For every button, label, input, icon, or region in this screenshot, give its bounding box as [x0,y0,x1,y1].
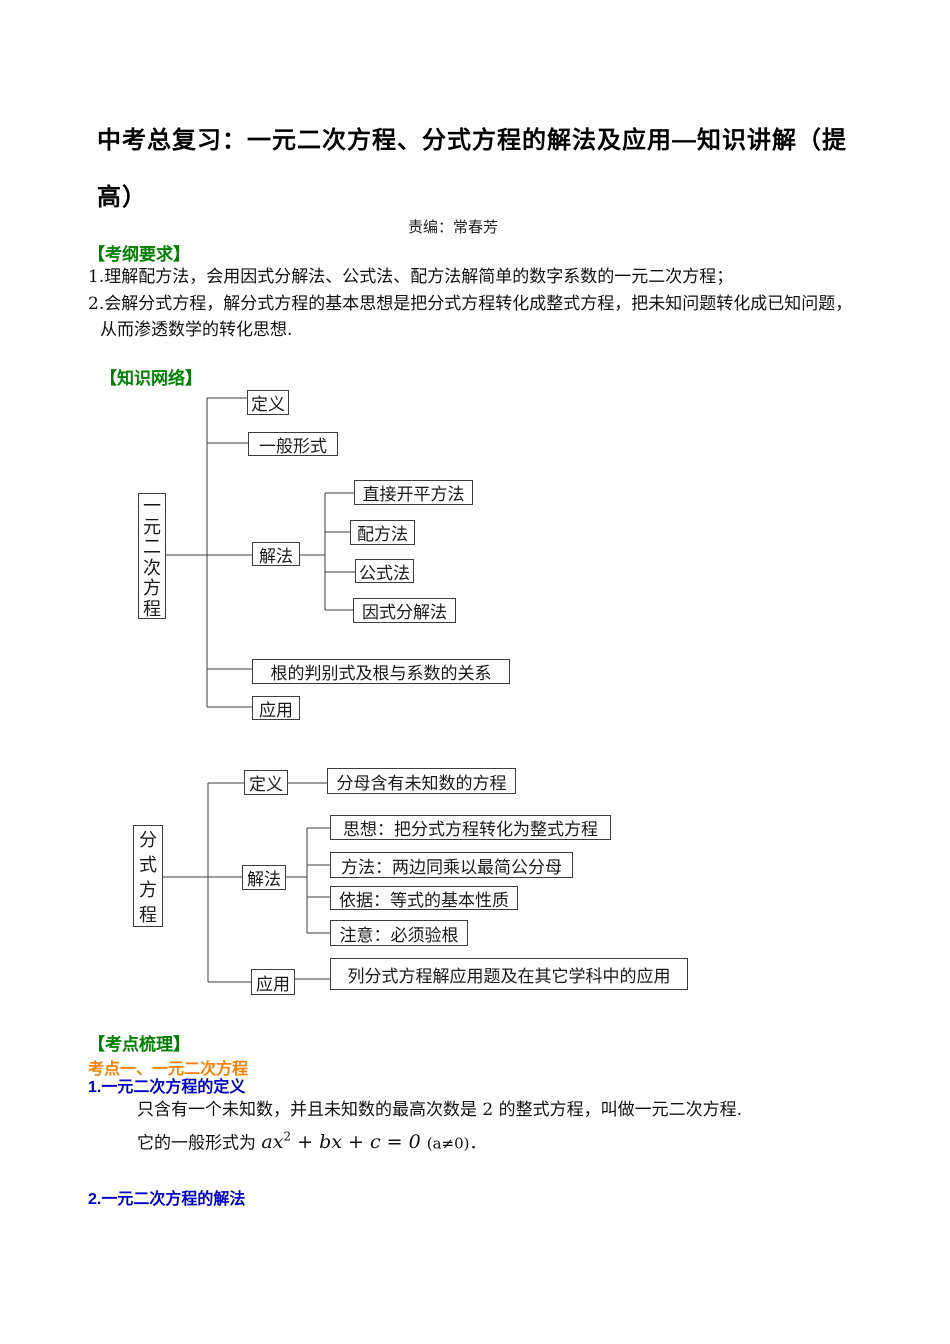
diagram1-node-formula-method: 公式法 [355,559,414,583]
diagram1-node-solving: 解法 [252,542,300,566]
diagram2-node-definition-desc: 分母含有未知数的方程 [327,768,516,794]
diagram2-node-definition: 定义 [244,770,288,795]
formula-exponent: 2 [283,1130,292,1144]
formula-rest: + bx + c = 0 [291,1131,427,1154]
syllabus-item-1: 1.理解配方法，会用因式分解法、公式法、配方法解简单的数字系数的一元二次方程； [88,267,734,287]
formula-ax: ax [261,1131,284,1154]
formula-condition: (a≠0) [426,1134,470,1153]
definition-text: 只含有一个未知数，并且未知数的最高次数是 2 的整式方程，叫做一元二次方程. [137,1100,743,1120]
diagram2-node-application-desc: 列分式方程解应用题及在其它学科中的应用 [330,958,688,990]
diagram2-node-basis: 依据：等式的基本性质 [330,886,518,910]
review-subheading-definition: 1.一元二次方程的定义 [88,1079,246,1096]
syllabus-item-2: 2.会解分式方程，解分式方程的基本思想是把分式方程转化成整式方程，把未知问题转化… [88,294,853,314]
diagram1-node-factoring: 因式分解法 [353,598,456,623]
syllabus-heading: 【考纲要求】 [88,245,190,264]
document-title: 中考总复习：一元二次方程、分式方程的解法及应用—知识讲解（提高） [97,127,847,211]
syllabus-item-2-continued: 从而渗透数学的转化思想. [100,320,293,340]
diagram2-node-application: 应用 [251,969,295,995]
diagram2-connector-lines [163,782,330,983]
network-heading: 【知识网络】 [100,369,202,388]
diagram1-root-node: 一元二次方程 [138,493,166,619]
general-form-prefix: 它的一般形式为 [137,1133,256,1154]
diagram1-node-direct-sqrt: 直接开平方法 [354,480,473,505]
formula-period: ． [469,1133,487,1154]
diagram2-node-method: 方法：两边同乘以最简公分母 [330,852,573,878]
review-topic-1: 考点一、一元二次方程 [88,1061,249,1078]
review-heading: 【考点梳理】 [88,1035,190,1054]
diagram1-node-completing-square: 配方法 [350,520,415,545]
diagram1-node-application: 应用 [252,696,300,720]
quadratic-formula: ax2 + bx + c = 0 [261,1130,427,1154]
general-form-line: 它的一般形式为 ax2 + bx + c = 0 (a≠0)． [137,1126,487,1154]
diagram2-node-note: 注意：必须验根 [330,920,468,946]
diagram2-node-idea: 思想：把分式方程转化为整式方程 [330,815,611,840]
diagram1-node-general-form: 一般形式 [248,432,338,456]
diagram1-node-discriminant: 根的判别式及根与系数的关系 [252,659,510,684]
diagram1-connector-lines [166,397,355,708]
review-subheading-solving: 2.一元二次方程的解法 [88,1191,246,1208]
diagram2-node-solving: 解法 [242,865,286,890]
diagram1-node-definition: 定义 [247,390,289,415]
editor-credit: 责编：常春芳 [407,218,498,236]
diagram2-root-node: 分式方程 [133,825,163,927]
